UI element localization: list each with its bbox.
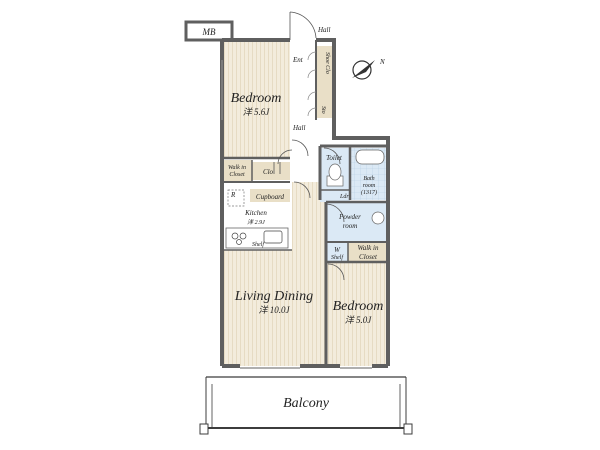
mb-label: MB	[202, 27, 216, 37]
walk-in-closet1-label-a: Walk in	[228, 165, 246, 171]
living-floor	[222, 250, 326, 366]
toilet-label: Toilet	[326, 154, 343, 162]
clo-floor	[252, 162, 290, 180]
powder-label-a: Powder	[338, 213, 361, 221]
w-shelf-floor	[326, 242, 348, 262]
shelf2-label: Shelf	[331, 254, 344, 261]
r-label: R	[230, 191, 236, 199]
walk-in-closet1-label-b: Closet	[229, 172, 245, 178]
clo-label: Clo	[263, 168, 274, 176]
powder-label-b: room	[343, 222, 358, 230]
cupboard-floor	[250, 189, 290, 202]
walk-in-closet2-label-b: Closet	[359, 253, 378, 261]
bedroom2-label: Bedroom	[333, 299, 384, 314]
refrigerator-space	[227, 189, 245, 207]
bedroom2-size: 洋 5.0J	[345, 315, 373, 325]
w-label: W	[334, 246, 341, 254]
kitchen-size: 洋 2.9J	[247, 218, 265, 226]
stove-burner-2	[239, 232, 247, 240]
shoe-clo-label: Shoe Clo	[324, 52, 330, 74]
cupboard-label: Cupboard	[256, 193, 285, 201]
entry-hall-floor	[290, 40, 316, 155]
stove-burner-3	[236, 239, 242, 245]
balcony-label: Balcony	[283, 396, 330, 411]
bathtub	[355, 149, 385, 165]
walk-in-closet1-floor	[222, 160, 252, 182]
fixtures	[225, 149, 385, 249]
kitchen-sink	[263, 230, 283, 244]
living-dining-label: Living Dining	[234, 289, 313, 304]
bedroom1-size: 洋 5.6J	[243, 107, 271, 117]
toilet-bowl	[328, 163, 342, 181]
walk-in-closet2-label-a: Walk in	[358, 244, 379, 252]
hall-mid-label: Hall	[292, 124, 306, 132]
bedroom1-floor	[222, 40, 290, 158]
doors	[273, 11, 345, 281]
walls	[220, 38, 390, 369]
kitchen-label: Kitchen	[244, 209, 267, 217]
north-arrow-icon: N	[352, 58, 385, 80]
laundry-floor	[320, 190, 350, 202]
wash-basin	[371, 211, 385, 225]
sto-label: Sto	[320, 106, 326, 114]
shoe-closet-doors	[307, 51, 317, 117]
walk-in-closet2-floor	[348, 242, 388, 262]
stove-burner-1	[231, 232, 239, 240]
hall-top-label: Hall	[317, 26, 331, 34]
bath-label-a: Bath	[363, 176, 374, 182]
living-size: 洋 10.0J	[259, 305, 291, 315]
meter-box: MB	[184, 20, 234, 42]
balcony	[199, 376, 413, 435]
bedroom1-label: Bedroom	[231, 91, 282, 106]
bedroom2-floor	[326, 262, 388, 366]
north-label: N	[379, 58, 385, 66]
shoe-closet-floor	[316, 46, 332, 118]
room-labels: Hall Ent Shoe Clo Sto Hall Bedroom 洋 5.6…	[228, 26, 383, 411]
shelf-label: Shelf	[252, 241, 265, 248]
bath-label-c: (1317)	[361, 189, 377, 196]
bath-label-b: room	[363, 183, 376, 189]
ent-label: Ent	[292, 56, 304, 64]
ldr-label: Ldr	[339, 194, 349, 200]
